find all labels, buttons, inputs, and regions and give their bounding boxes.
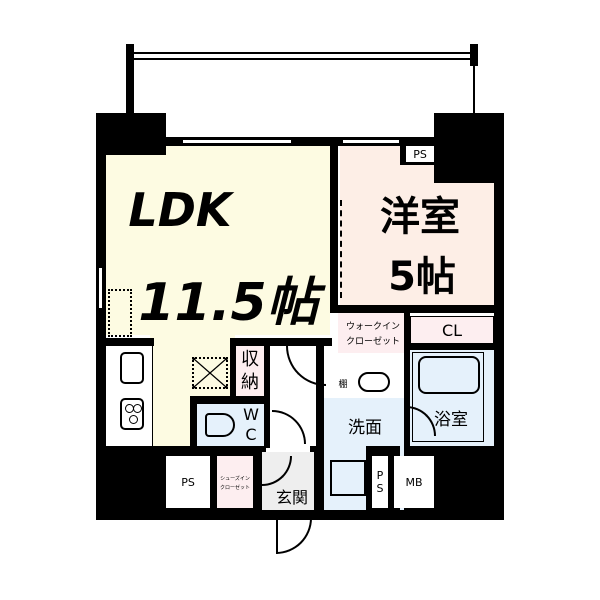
entrance-label: 玄関	[275, 488, 308, 507]
wall-storage-bottom	[192, 396, 270, 404]
wall-wic-cl	[404, 313, 410, 353]
sink-icon	[120, 352, 144, 384]
wall-top	[166, 137, 436, 146]
bathtub-icon	[418, 356, 480, 394]
western-room-label: 洋室	[380, 194, 460, 240]
balcony-post-left	[126, 44, 134, 118]
shoe-closet-line2: クローゼット	[219, 484, 250, 491]
balcony-railing	[134, 52, 470, 60]
storage-line1: 収	[241, 349, 259, 370]
washroom-label: 洗面	[348, 417, 382, 438]
western-room-size: 5帖	[388, 254, 456, 300]
ps-bottom-left-label: PS	[181, 475, 195, 489]
wall-wc-right	[264, 404, 270, 448]
wall-cl-bottom	[404, 344, 500, 350]
western-room-sliding-door[interactable]	[340, 200, 344, 298]
wc-line1: W	[243, 404, 259, 424]
ps-bottom-mid-label: PS	[373, 469, 387, 495]
wall-kitchen-top	[96, 338, 154, 346]
wall-right	[494, 150, 504, 520]
ps-bottom-mid	[372, 456, 388, 508]
walk-in-closet-line2: クローゼット	[345, 336, 400, 347]
wc-line2: C	[245, 424, 257, 444]
wall-bottom	[96, 510, 504, 520]
shoe-closet	[217, 456, 253, 508]
closet	[410, 316, 494, 344]
washing-machine-pan-icon	[330, 460, 366, 496]
wall-ldk-western	[330, 145, 338, 310]
ps-top-label: PS	[406, 146, 434, 162]
column-top-left	[96, 113, 166, 155]
wall-bathroom-left	[404, 344, 410, 448]
bathroom-label: 浴室	[434, 409, 468, 430]
stove-icon	[120, 398, 144, 430]
walk-in-closet-line1: ウォークイン	[345, 321, 400, 332]
storage-line2: 納	[241, 372, 259, 393]
toilet-icon	[205, 413, 235, 437]
wall-mid-horizontal	[330, 305, 500, 313]
shoe-closet-line1: シューズイン	[220, 475, 250, 482]
balcony-post-right-line	[473, 64, 475, 118]
walk-in-closet	[338, 313, 408, 353]
shelf-label: 棚	[336, 372, 350, 394]
ldk-size: 11.5帖	[138, 272, 319, 333]
mb-label: MB	[405, 475, 423, 489]
window-western-top	[342, 139, 400, 144]
ps-bottom-left	[166, 456, 210, 508]
wall-washroom-left	[316, 346, 324, 512]
wall-storage-right	[264, 346, 270, 406]
balcony-post-right	[470, 44, 478, 66]
fridge-space	[108, 289, 132, 337]
bathroom-inner	[412, 352, 484, 442]
wall-storage-left	[230, 338, 236, 408]
storage	[236, 346, 264, 396]
mb	[394, 456, 434, 508]
washbasin-icon	[358, 372, 390, 392]
window-ldk-left	[98, 267, 103, 309]
appliance-space-icon	[192, 357, 228, 389]
ldk-room	[105, 145, 330, 335]
ldk-label: LDK	[128, 183, 232, 237]
column-top-right	[434, 113, 504, 183]
entrance-door[interactable]	[276, 518, 312, 554]
wall-wc-left	[190, 396, 197, 448]
closet-label: CL	[441, 320, 463, 340]
wall-left	[96, 150, 106, 520]
window-ldk-top	[182, 139, 292, 144]
wall-storage-top	[232, 338, 332, 346]
